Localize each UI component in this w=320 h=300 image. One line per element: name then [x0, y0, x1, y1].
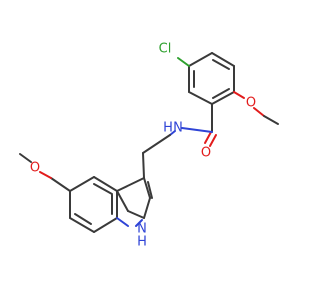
bond [143, 197, 151, 219]
amide-oxygen-label: O [201, 146, 211, 161]
carbonyl-double-bond [204, 131, 212, 144]
carbonyl-double-bond [209, 134, 217, 147]
bond [211, 52, 235, 67]
aromatic-inner-bond [74, 213, 92, 225]
bond [69, 217, 95, 233]
bond [116, 190, 129, 212]
indole-methoxy-oxygen-label: O [30, 161, 40, 176]
amide-bond [181, 127, 213, 133]
methoxy-bond [233, 91, 245, 99]
aromatic-inner-bond [93, 183, 113, 195]
amide-nitrogen-label: N [173, 121, 183, 136]
chlorine-bond [177, 57, 190, 67]
bond-lines [19, 52, 279, 233]
bond [69, 176, 95, 192]
ethyl-linker [142, 152, 145, 179]
ethyl-linker [142, 134, 171, 154]
atom-labels: Cl O O H N N H O [30, 42, 256, 250]
chemical-structure-diagram: Cl O O H N N H O [19, 42, 279, 250]
bond [188, 52, 213, 67]
chlorine-label: Cl [159, 42, 172, 57]
aromatic-inner-bond [212, 88, 230, 99]
bond [143, 177, 151, 199]
aromatic-inner-bond [212, 59, 230, 70]
bond [127, 210, 145, 219]
methyl-bond [263, 115, 279, 125]
bond [116, 177, 145, 192]
aromatic-inner-bond [147, 181, 153, 199]
methoxy-bond [39, 171, 52, 179]
methoxy-bond [50, 177, 71, 192]
methoxy-bond [253, 107, 265, 117]
bond [211, 91, 235, 105]
bond [93, 217, 118, 233]
methyl-bond [19, 153, 32, 163]
bond [188, 91, 213, 105]
amide-nitrogen-h-label: H [163, 121, 173, 136]
indole-nitrogen-bond [116, 217, 129, 227]
bond [93, 176, 118, 192]
indole-nitrogen-label: N [137, 222, 147, 237]
benzoyl-methoxy-oxygen-label: O [246, 96, 256, 111]
amide-bond [169, 130, 176, 136]
indole-nitrogen-bond [135, 219, 143, 227]
indole-nitrogen-h-label: H [137, 235, 147, 250]
